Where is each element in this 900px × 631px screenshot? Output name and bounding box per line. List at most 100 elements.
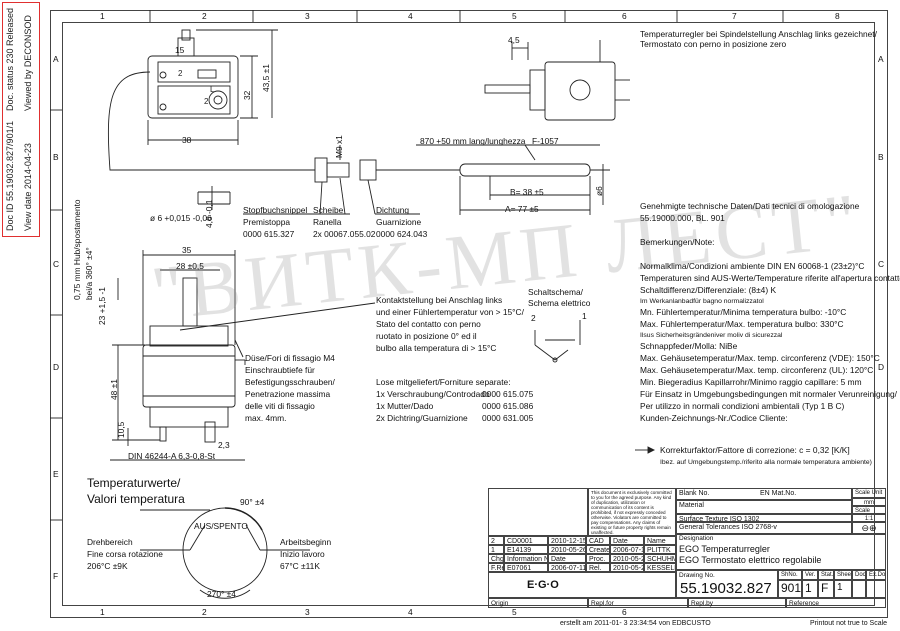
tolerances: General Tolerances ISO 2768-v [676,522,852,534]
scale-label: Scale [852,506,886,514]
dim-360: bei/a 360° ±4° [84,247,94,300]
chg-hdr-1: Chg. [488,554,504,563]
rev-chg-1: CD0001 [504,536,548,545]
designation-box [676,534,886,570]
tech-line-6: Schnappfeder/Molla: NiBe [640,341,738,351]
designation-2: EGO Termostato elettrico regolabile [679,555,822,565]
dim-phi6-tol: ø 6 +0,015 -0,06 [150,213,212,223]
tech-bemerk: Bemerkungen/Note: [640,237,715,247]
grid-row-D-r: D [878,362,885,372]
grid-col-6b: 6 [622,607,627,617]
dim-46: 4,6 -0,1 [204,199,214,228]
holes-note-6: max. 4mm. [245,413,287,423]
designation-1: EGO Temperaturregler [679,544,770,554]
ver-label: Ver. [802,570,818,580]
dim-phi6: ø6 [594,186,604,196]
dial-90: 90° ±4 [240,497,265,507]
ego-logo: E·G·O [488,572,676,598]
reference: Reference [786,598,886,608]
holes-note-5: delle viti di fissagio [245,401,315,411]
tech-line-1: Normalklima/Condizioni ambiente DIN EN 6… [640,261,865,271]
dial-aus: AUS/SPENTO [194,521,248,531]
tech-small-2: Ilsus Sicherheitsgrändeniver moliv di si… [640,332,783,339]
holes-note-2: Einschraubtiefe für [245,365,315,375]
dim-38: 38 [182,135,192,145]
grid-col-6: 6 [622,11,627,21]
stat: F [818,580,834,598]
drawing-no: 55.19032.827 [680,580,772,597]
role-3: Rel. [586,563,610,572]
unit: mm [852,498,886,506]
material: Material [676,500,852,514]
loose-parts-title: Lose mitgeliefert/Forniture separate: [376,377,511,387]
part-scheibe-1: Scheibe [313,205,344,215]
footer-created: erstellt am 2011-01- 3 23:34:54 von EDBC… [560,620,711,627]
revision-blank [488,488,588,536]
blank-no: Blank No. [676,488,852,500]
dial-left-1: Drehbereich [87,537,133,547]
dim-23: 23 +1,5 -1 [97,287,107,325]
tech-header-2: 55.19000.000, BL. 901 [640,213,725,223]
dial-right-2: Inizio lavoro [280,549,325,559]
contact-note-2: und einer Fühlertemperatur von > 15°C/ [376,307,524,317]
grid-row-C-r: C [878,259,885,269]
part-stopf-1: Stopfbuchsnippel [243,205,308,215]
role-2-date: 2010-05-21 [610,554,644,563]
rev-idx-1: 2 [488,536,504,545]
inner-frame [62,22,875,606]
dim-m9: M9 x1 [334,135,344,158]
grid-col-1: 1 [100,11,105,21]
rev-idx-2: 1 [488,545,504,554]
date-hdr: Date [610,536,644,545]
dim-a77: A= 77 ±5 [505,204,539,214]
exdoc-value [866,580,886,598]
tech-line-7: Max. Gehäusetemperatur/Max. temp. circon… [640,353,880,363]
tech-small-1: Im Werkanlanbadfür bagno normalizzatol [640,298,764,305]
role-2-name: SCHUHMAN [644,554,676,563]
tech-line-2: Temperaturen sind AUS-Werte/Temperature … [640,273,900,283]
drawing-no-box [676,570,778,598]
rev-chg-3: E07061 [504,563,548,572]
rev-idx-3: F.Rel [488,563,504,572]
dim-f1057: F-1057 [532,136,559,146]
loose-part-2-no: 0000 615.086 [482,401,534,411]
dial-title-2: Valori temperatura [87,492,185,506]
part-scheibe-3: 2x 00067.055.02 [313,229,376,239]
dim-48: 48 ±1 [109,379,119,400]
holes-note-3: Befestigungsschrauben/ [245,377,335,387]
part-dichtung-2: Guarnizione [376,217,422,227]
dim-b38: B= 38 ±5 [510,187,544,197]
dim-15: 15 [175,45,185,55]
grid-row-B-r: B [878,152,884,162]
rev-chg-2: E14139 [504,545,548,554]
contact-note-3: Stato del contatto con perno [376,319,481,329]
loose-part-1-no: 0000 615.075 [482,389,534,399]
surface: Surface Texture ISO 1302 [676,514,852,522]
dial-title-1: Temperaturwerte/ [87,476,181,490]
tech-header-1: Genehmigte technische Daten/Dati tecnici… [640,201,860,211]
grid-col-4: 4 [408,11,413,21]
role-1-date: 2006-07-11 [610,545,644,554]
repl-by: Repl.by [688,598,786,608]
grid-row-D: D [53,362,60,372]
dim-435: 43,5 ±1 [261,64,271,92]
loose-part-3-no: 0000 631.005 [482,413,534,423]
tech-line-4: Mn. Fühlertemperatur/Minima temperatura … [640,307,847,317]
loose-part-1-qty: 1x Verschraubung/Controdado [376,389,490,399]
chg-hdr-3: Date [548,554,586,563]
korrektur: Korrekturfaktor/Fattore di correzione: c… [660,445,850,455]
disclaimer: This document is exclusively committed t… [588,488,676,536]
name-hdr: Name [644,536,676,545]
grid-col-4b: 4 [408,607,413,617]
dim-45: 4,5 [508,35,520,45]
exdoc-label: Ex.Doc. [866,570,886,580]
tech-line-3: Schaltdifferenz/Differenziale: (8±4) K [640,285,777,295]
grid-row-E: E [53,469,59,479]
grid-col-1b: 1 [100,607,105,617]
grid-row-A-r: A [878,54,884,64]
grid-col-3b: 3 [305,607,310,617]
tech-line-12: Kunden-Zeichnungs-Nr./Codice Cliente: [640,413,788,423]
part-dichtung-1: Dichtung [376,205,410,215]
